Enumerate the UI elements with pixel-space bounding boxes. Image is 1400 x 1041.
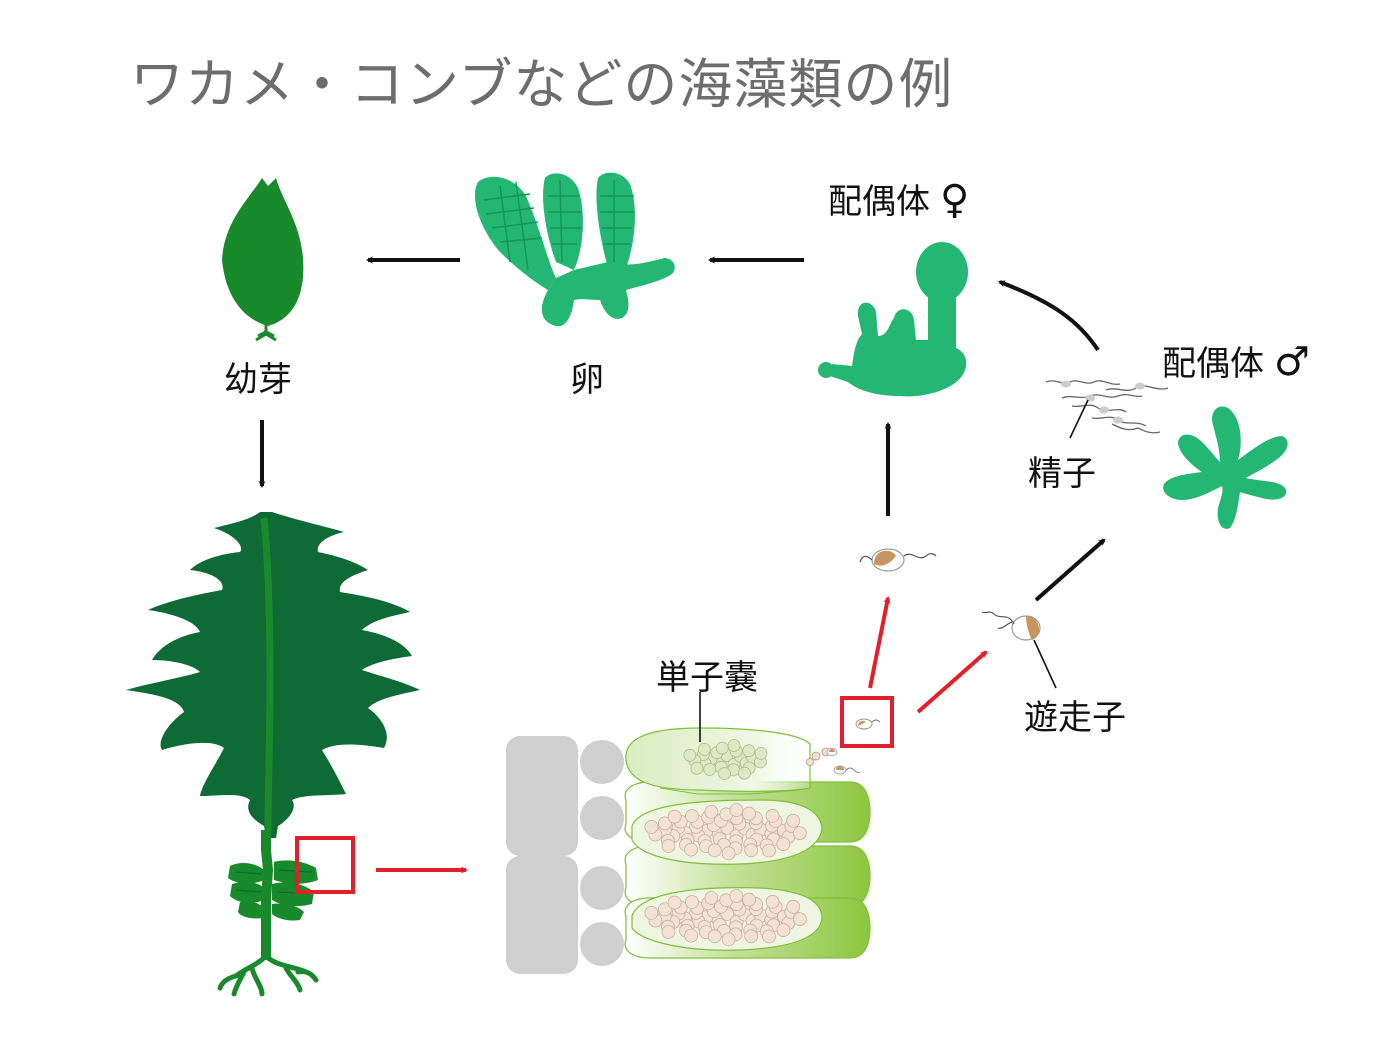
label-sporangium: 単子嚢 [656, 658, 758, 698]
page-title: ワカメ・コンブなどの海藻類の例 [130, 53, 954, 116]
label-young-sprout: 幼芽 [224, 360, 292, 400]
spore-dot [729, 889, 744, 903]
spore-dot [742, 806, 756, 821]
spore-dot [762, 843, 776, 858]
spore-dot [715, 741, 729, 755]
spore-dot [661, 925, 676, 939]
spore-dot [683, 748, 697, 762]
spore-dot [644, 820, 659, 834]
spore-dot [718, 767, 731, 780]
spore-dot [690, 761, 704, 775]
sperm-pointer-line [1069, 399, 1089, 439]
spore-dot [729, 803, 744, 817]
spore-dot [786, 813, 801, 828]
egg-illustration [474, 172, 675, 327]
magnify-box-icon [840, 696, 894, 748]
sporophyte-illustration [126, 512, 420, 997]
tissue-section-illustration [506, 727, 871, 974]
spore-dot [661, 839, 676, 853]
red-arrow-icon [868, 595, 891, 689]
spore-dot [727, 739, 741, 752]
spore-dot [658, 816, 672, 831]
label-sperm: 精子 [1028, 454, 1096, 494]
spore-dot [776, 923, 791, 937]
spore-dot [658, 902, 672, 917]
spore-dot [704, 805, 719, 819]
spore-dot [667, 809, 682, 824]
spore-dot [786, 899, 801, 914]
male-gametophyte-illustration [1163, 406, 1288, 529]
spore-dot [744, 843, 759, 858]
label-egg: 卵 [570, 360, 604, 400]
spore-dot [742, 892, 756, 907]
spore-dot [721, 932, 736, 947]
female-symbol-icon: ♀ [940, 177, 970, 223]
label-female-gametophyte: 配偶体♀ [828, 174, 969, 223]
curved-arrow-icon [998, 280, 1100, 352]
red-arrow-icon [916, 650, 988, 714]
label-zoospore: 遊走子 [1024, 698, 1126, 738]
spore-dot [792, 912, 807, 926]
spore-dot [765, 894, 780, 909]
spore-dot [754, 747, 768, 760]
sperm-cells [1061, 380, 1145, 424]
spore-dot [707, 929, 722, 944]
label-male-gametophyte: 配偶体♂ [1162, 336, 1310, 385]
magnify-box-icon [295, 836, 355, 894]
released-zoospores [826, 748, 861, 775]
spore-dot [685, 895, 699, 909]
zoospore-top-illustration [859, 548, 937, 572]
spore-dot [776, 837, 791, 851]
male-gametophyte-text: 配偶体 [1162, 344, 1264, 384]
spore-dot [744, 929, 759, 944]
spore-dot [792, 826, 807, 840]
spore-dot [721, 846, 736, 861]
female-gametophyte-text: 配偶体 [828, 182, 930, 222]
zoospore-right-illustration [981, 611, 1041, 641]
spore-dot [644, 906, 659, 920]
zoospore-pointer-line [1033, 639, 1057, 689]
arrow-up-right-icon [1034, 538, 1106, 602]
spore-dot [703, 763, 717, 776]
spore-dot [742, 744, 756, 758]
sperm-illustration [1045, 380, 1169, 434]
male-symbol-icon: ♂ [1274, 339, 1310, 385]
spore-dot [704, 891, 719, 905]
spore-dot [684, 842, 698, 857]
spore-dot [697, 743, 711, 756]
young-sprout-illustration [222, 178, 304, 342]
spore-dot [667, 895, 682, 910]
spore-dot [738, 766, 751, 780]
spore-dot [684, 928, 698, 943]
spore-dot [765, 808, 780, 823]
spore-dot [685, 809, 699, 823]
female-gametophyte-illustration [818, 242, 968, 397]
spore-dot [762, 929, 776, 944]
spore-dot [707, 843, 722, 858]
zoospore-in-box [855, 718, 881, 730]
